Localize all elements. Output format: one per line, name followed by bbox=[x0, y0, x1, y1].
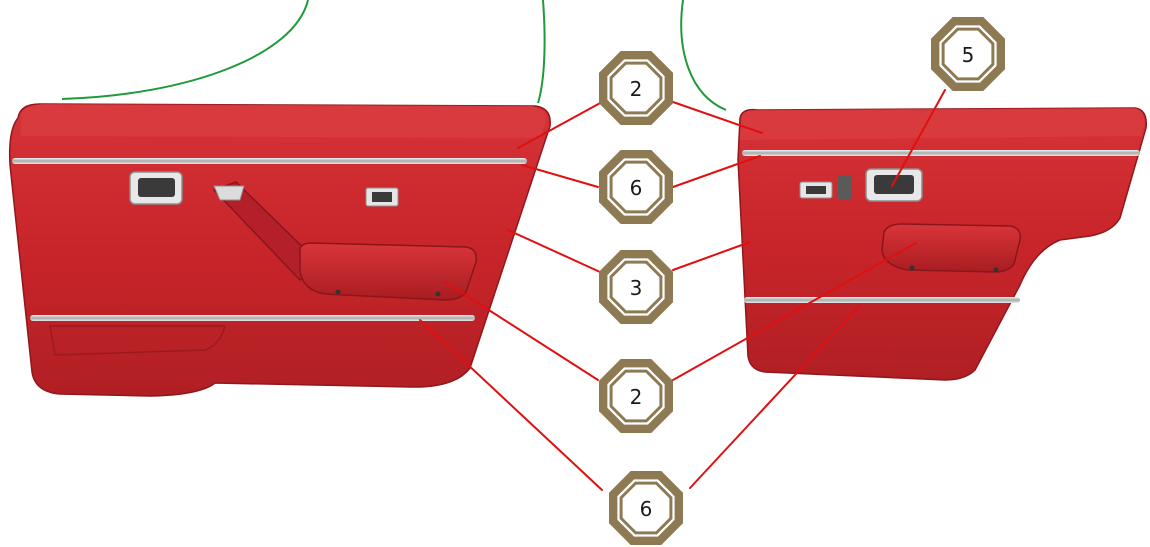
callout-badges: 2 6 3 2 6 5 bbox=[599, 17, 1005, 545]
front-upper-chrome-trim bbox=[12, 158, 527, 164]
leader-6-lower-right bbox=[689, 304, 861, 489]
callout-number: 2 bbox=[630, 385, 643, 409]
front-door-handle bbox=[129, 171, 183, 205]
leader-3-left bbox=[507, 229, 601, 273]
leader-2-lower-right bbox=[672, 242, 917, 381]
callout-number: 6 bbox=[640, 497, 653, 521]
leader-6-lower-left bbox=[419, 319, 603, 491]
callout-leader-lines bbox=[419, 89, 946, 491]
callout-number: 5 bbox=[962, 43, 975, 67]
leader-6-upper-right bbox=[672, 155, 761, 188]
leader-5 bbox=[891, 89, 946, 187]
badge-octagon-inner bbox=[609, 369, 663, 423]
front-window-crank bbox=[213, 185, 245, 201]
callout-number: 6 bbox=[630, 176, 643, 200]
leader-2-top-left bbox=[517, 101, 603, 149]
badge-octagon-inner bbox=[609, 160, 663, 214]
green-curve-left bbox=[61, 0, 309, 100]
rear-upper-chrome-trim bbox=[742, 150, 1140, 156]
leader-2-lower-left bbox=[444, 281, 599, 381]
front-door-top-rail bbox=[20, 104, 546, 138]
leader-3-right bbox=[672, 241, 751, 271]
callout-badge-6: 6 bbox=[599, 150, 673, 224]
callout-number: 2 bbox=[630, 77, 643, 101]
leader-6-upper-left bbox=[521, 164, 599, 188]
green-curve-right bbox=[680, 0, 727, 111]
green-leader-curves bbox=[61, 0, 727, 111]
callout-number: 3 bbox=[630, 276, 643, 300]
badge-octagon-inner bbox=[619, 481, 673, 535]
callout-badge-2: 2 bbox=[599, 51, 673, 125]
front-armrest bbox=[299, 242, 478, 301]
rear-door-handle bbox=[865, 168, 923, 202]
front-door-panel bbox=[8, 103, 551, 397]
badge-octagon-inner bbox=[609, 260, 663, 314]
leader-2-top-right bbox=[672, 101, 763, 134]
callout-badge-2: 2 bbox=[599, 359, 673, 433]
callout-badge-5: 5 bbox=[931, 17, 1005, 91]
rear-door-panel bbox=[737, 107, 1148, 381]
badge-octagon-inner bbox=[609, 61, 663, 115]
rear-switch bbox=[838, 176, 852, 200]
badge-octagon-inner bbox=[941, 27, 995, 81]
green-curve-middle bbox=[537, 0, 546, 104]
front-lower-chrome-trim bbox=[30, 315, 475, 321]
rear-door-top-rail bbox=[740, 108, 1145, 140]
callout-badge-3: 3 bbox=[599, 250, 673, 324]
callout-badge-6: 6 bbox=[609, 471, 683, 545]
front-map-pocket bbox=[49, 325, 226, 356]
rear-armrest bbox=[881, 223, 1022, 273]
rear-lower-chrome-trim bbox=[744, 297, 1020, 303]
